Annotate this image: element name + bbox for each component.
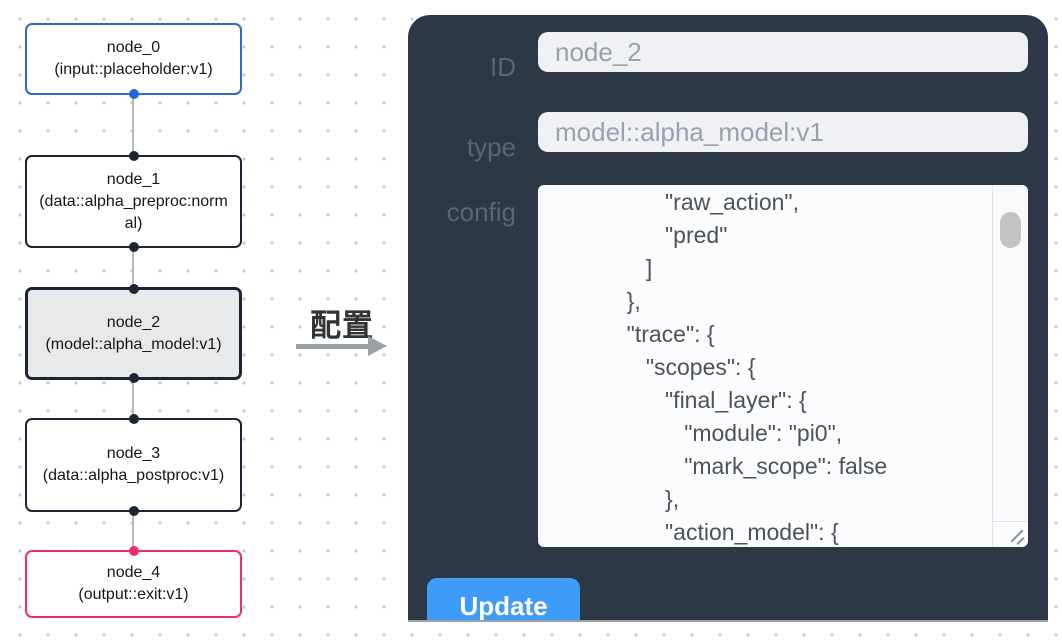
update-button[interactable]: Update: [427, 578, 580, 620]
output-port[interactable]: [128, 242, 139, 252]
resize-handle-icon[interactable]: [992, 521, 1028, 547]
output-port[interactable]: [128, 506, 139, 516]
input-port[interactable]: [128, 151, 139, 161]
node-title: node_4: [106, 564, 161, 581]
grip-line: [1016, 537, 1025, 545]
node-title: node_2: [106, 313, 161, 331]
output-port[interactable]: [128, 89, 139, 99]
flow-node-node_3[interactable]: node_3 (data::alpha_postproc:v1): [25, 414, 242, 516]
edge-node3-node4: [132, 512, 134, 550]
node-title: node_0: [106, 39, 161, 56]
scrollbar-thumb[interactable]: [1000, 212, 1021, 248]
scrollbar-track[interactable]: [992, 185, 1028, 521]
node-type-label: (output::exit:v1): [78, 586, 189, 603]
config-field-label: config: [446, 197, 516, 227]
type-input[interactable]: model::alpha_model:v1: [538, 112, 1028, 152]
input-port[interactable]: [128, 546, 139, 556]
input-port[interactable]: [128, 284, 139, 294]
id-input[interactable]: node_2: [538, 32, 1028, 72]
right-arrow-icon: [296, 344, 370, 349]
node-config-panel: ID node_2 type model::alpha_model:v1 con…: [408, 15, 1048, 622]
type-field-label: type: [466, 132, 516, 162]
output-port[interactable]: [128, 373, 139, 383]
config-json-text: "raw_action", "pred" ] }, "trace": { "sc…: [626, 189, 888, 545]
right-arrow-head-icon: [368, 336, 387, 356]
node-type-label: (data::alpha_postproc:v1): [42, 467, 225, 484]
node-title: node_1: [106, 170, 161, 188]
input-port[interactable]: [128, 414, 139, 424]
edge-node1-node2: [132, 248, 134, 287]
node-type-label: (data::alpha_preproc:normal): [39, 192, 228, 232]
node-title: node_3: [106, 445, 161, 462]
edge-node2-node3: [132, 380, 134, 418]
config-textarea[interactable]: "raw_action", "pred" ] }, "trace": { "sc…: [538, 185, 1028, 547]
node-type-label: (model::alpha_model:v1): [45, 335, 222, 353]
edge-node0-node1: [132, 95, 134, 155]
flow-node-node_1[interactable]: node_1 (data::alpha_preproc:normal): [25, 151, 242, 252]
configure-annotation: 配置: [310, 308, 374, 343]
flow-node-node_0[interactable]: node_0 (input::placeholder:v1): [25, 23, 242, 99]
node-type-label: (input::placeholder:v1): [54, 61, 213, 78]
id-field-label: ID: [490, 52, 516, 82]
flow-node-node_2-selected[interactable]: node_2 (model::alpha_model:v1): [25, 284, 242, 383]
flow-node-node_4[interactable]: node_4 (output::exit:v1): [25, 546, 242, 618]
